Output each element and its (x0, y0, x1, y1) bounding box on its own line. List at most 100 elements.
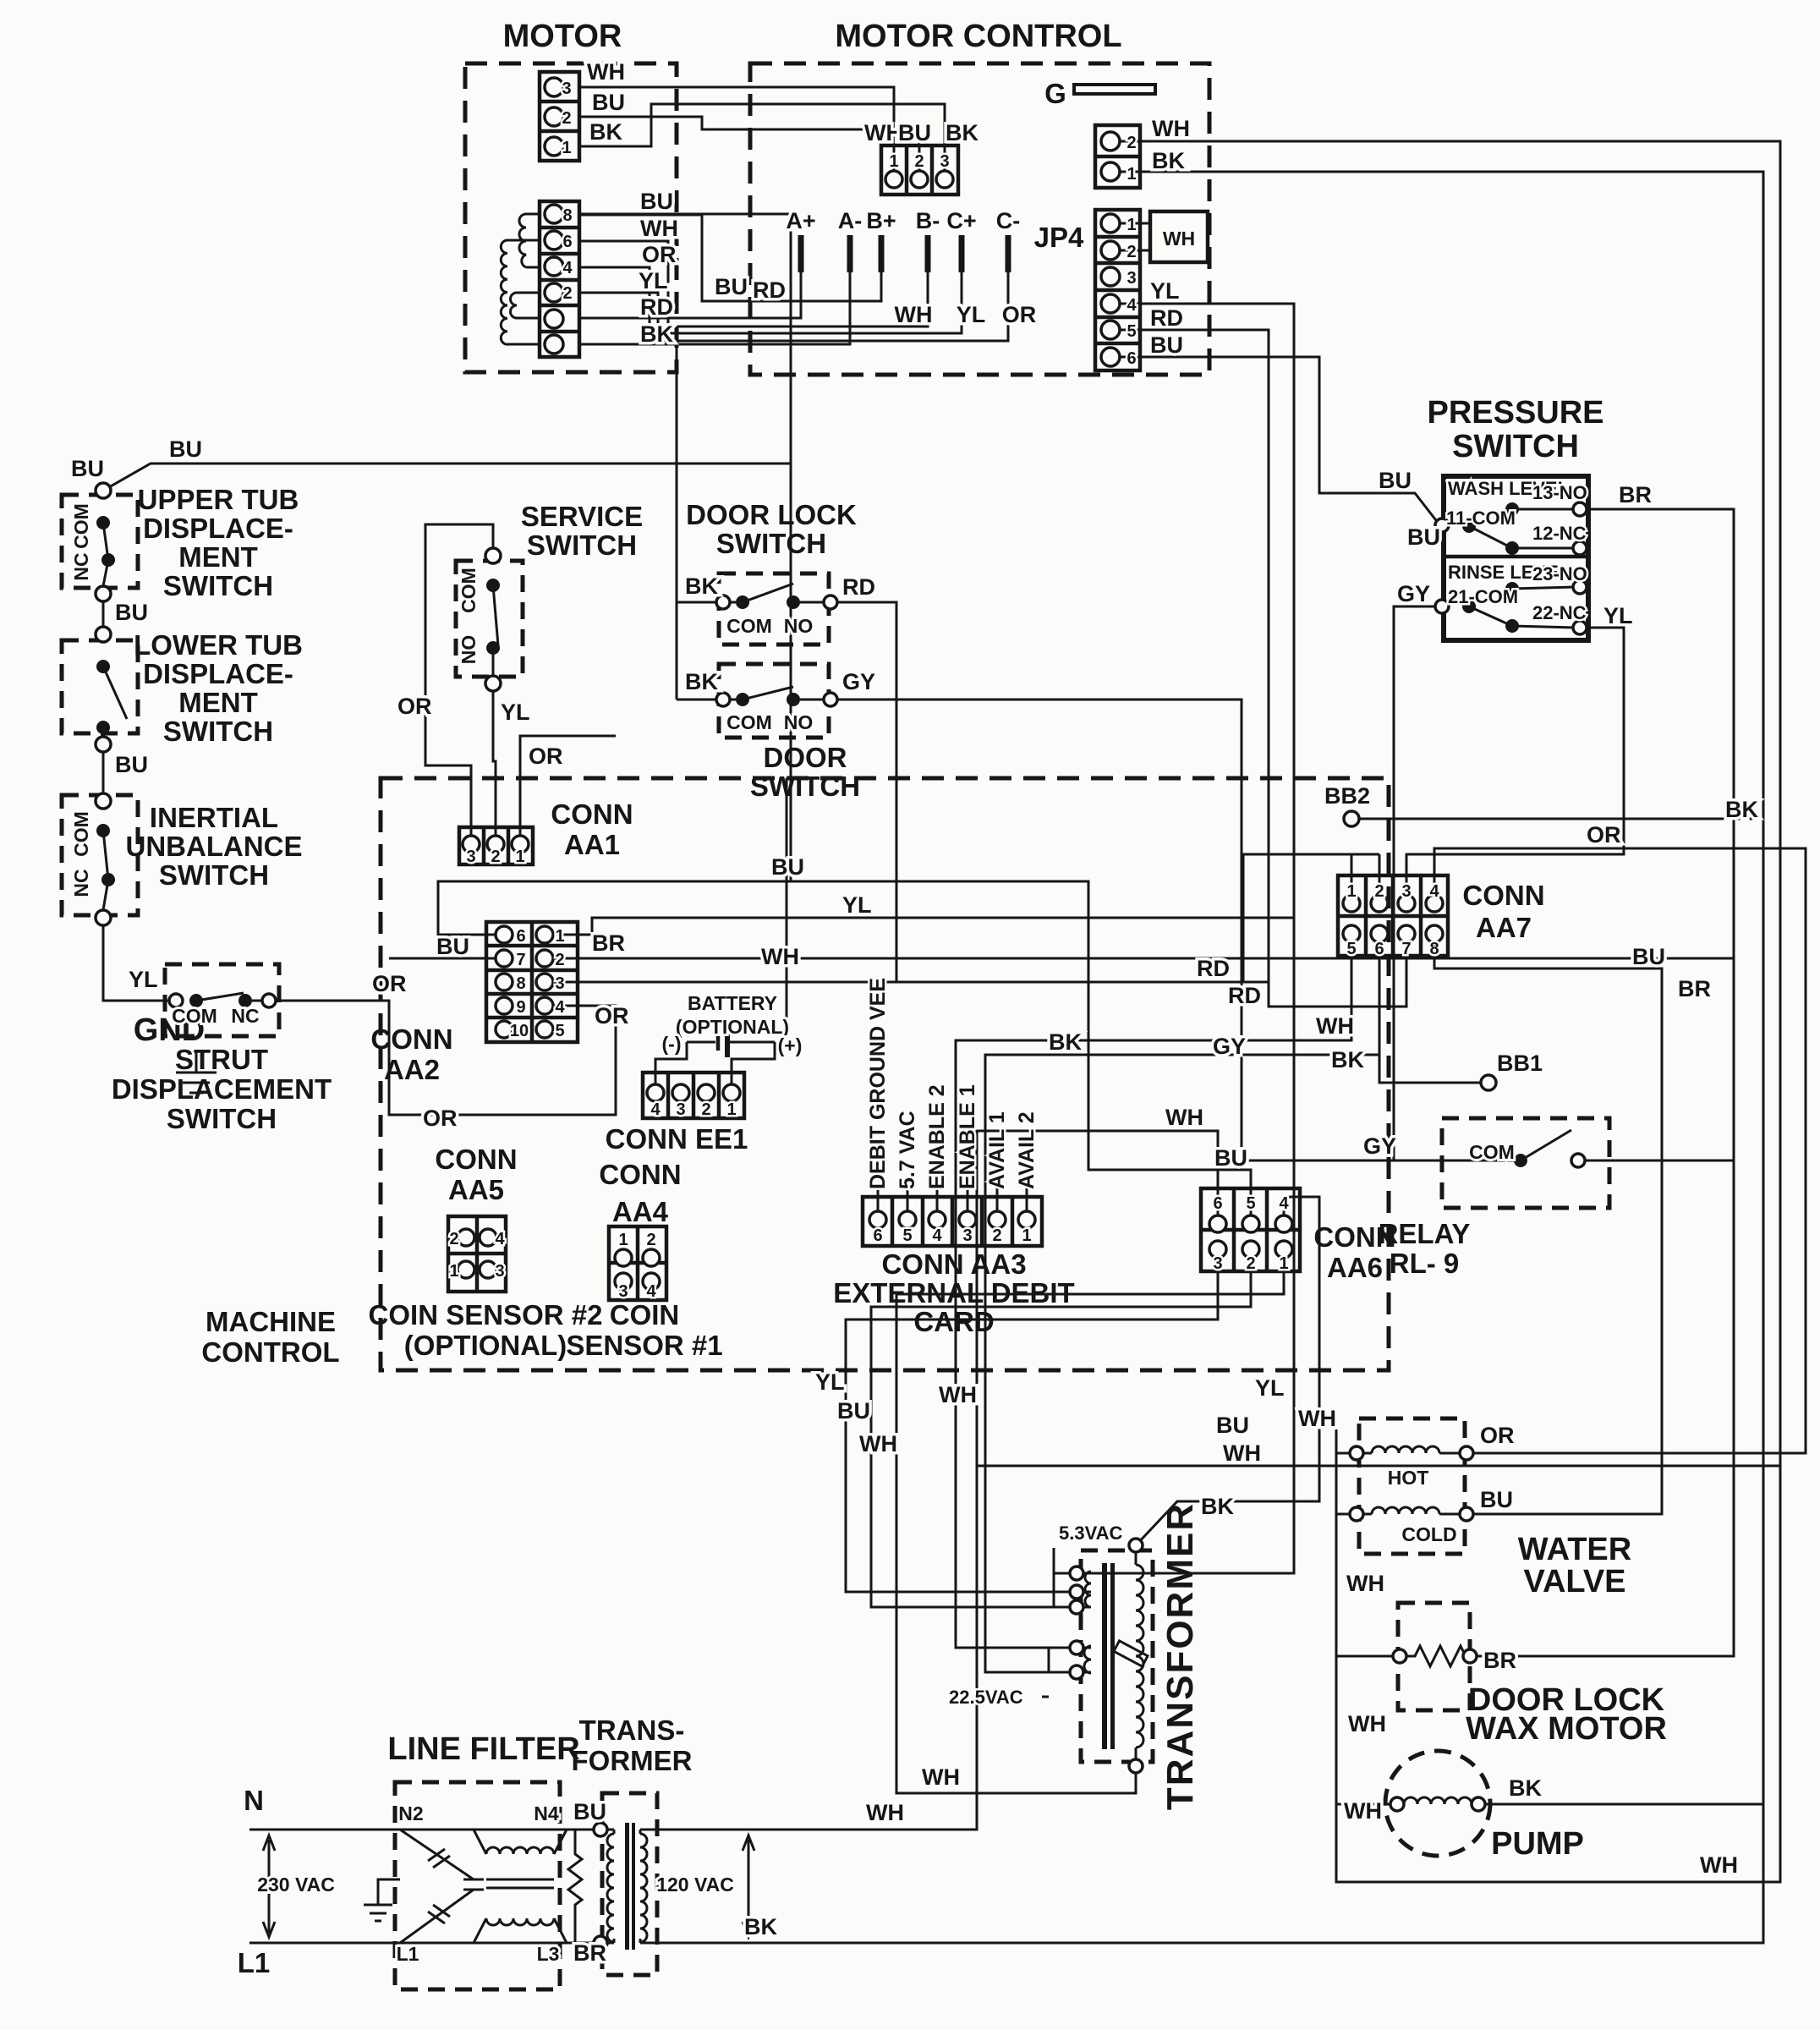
wire-label: BR (1678, 976, 1711, 1001)
pin-number: 8 (1429, 940, 1439, 958)
wire-label: B+ (866, 208, 896, 233)
pin-number: 1 (515, 848, 524, 866)
pin-number: 8 (516, 974, 525, 993)
door-lock-com: COM (726, 615, 772, 637)
wire-label: YL (815, 1369, 845, 1395)
wire-label: YL (1603, 603, 1633, 628)
transformer-big-outline (1078, 1548, 1155, 1764)
wire-label: GY (1213, 1034, 1246, 1059)
n4-label: N4 (534, 1802, 559, 1824)
wire-label: WH (1316, 1013, 1354, 1039)
wire-label: BU (169, 436, 202, 462)
pin-number: 1 (726, 1100, 736, 1119)
wire-label: BK (1201, 1494, 1234, 1519)
aa3-pin2-name: AVAIL 1 (985, 1111, 1009, 1189)
inertial-nc: NC (70, 869, 92, 897)
door-switch-title: DOOR (764, 742, 847, 773)
wire-label: BK (589, 119, 622, 145)
wire-label: WH (1165, 1105, 1203, 1130)
pin-number: 6 (1127, 349, 1136, 368)
strut-com: COM (172, 1005, 217, 1027)
pin-number: 3 (562, 80, 571, 98)
cold-coil-label: COLD (1401, 1523, 1456, 1545)
pin-number: 7 (1401, 940, 1411, 958)
wire-label: A- (838, 208, 863, 233)
wire-label: WH (866, 1800, 904, 1825)
wire-label: A+ (786, 208, 815, 233)
wire-label: BU (771, 854, 804, 880)
lower-tub-title: SWITCH (163, 716, 273, 747)
pin-number: 4 (555, 998, 565, 1017)
contact-12nc: 12-NC (1532, 523, 1587, 544)
door-lock-title: SWITCH (716, 528, 826, 559)
conn-aa3-title: CARD (913, 1306, 994, 1337)
wire-label: WH (859, 1431, 897, 1457)
wire-label: BB2 (1324, 783, 1370, 809)
line-filter-title: LINE FILTER (387, 1731, 579, 1767)
v120-label: 120 VAC (656, 1874, 734, 1896)
coin-sensor-1-label: SENSOR #1 (566, 1330, 722, 1361)
pin-number: 1 (1022, 1226, 1031, 1245)
wire-label: OR (642, 242, 677, 267)
wash-level-label: WASH LEVEL (1448, 478, 1569, 499)
battery-label: BATTERY (688, 992, 777, 1014)
wire-label: WH (922, 1764, 960, 1790)
pin-number: 4 (495, 1230, 505, 1248)
upper-tub-title: UPPER TUB (138, 484, 299, 515)
pin-number: 5 (1246, 1194, 1255, 1213)
wax-motor-title: DOOR LOCK (1468, 1682, 1665, 1718)
battery-plus: (+) (778, 1034, 803, 1056)
wire-label: BB1 (1497, 1051, 1543, 1076)
wire-label: YL (842, 892, 872, 918)
pressure-title-1: PRESSURE (1427, 395, 1603, 431)
rinse-level-label: RINSE LEVEL (1448, 562, 1570, 583)
coin-sensor-2-label: (OPTIONAL) (404, 1330, 567, 1361)
machine-control-title: CONTROL (201, 1336, 339, 1368)
wire-label: OR (423, 1106, 458, 1131)
pin-number: 2 (1127, 243, 1136, 261)
pin-number: 2 (562, 109, 571, 128)
wire-label: YL (639, 268, 668, 294)
conn-aa5-title: CONN (435, 1144, 517, 1175)
contact-23no: 23-NO (1532, 563, 1587, 584)
coin-sensor-2-label: COIN SENSOR #2 (369, 1299, 603, 1330)
pin-number: 2 (914, 152, 924, 171)
wire-label: YL (129, 967, 158, 992)
wire-label: B- (916, 208, 940, 233)
door-no: NO (784, 711, 814, 733)
wire-label: BU (898, 120, 931, 145)
l3-label: L3 (537, 1943, 560, 1965)
motor-block-outline (463, 61, 679, 375)
battery-minus: (-) (662, 1033, 682, 1055)
pin-number: 3 (555, 974, 564, 993)
wire-label: RD (1197, 956, 1230, 981)
conn-aa2-title: AA2 (384, 1054, 440, 1085)
wire-label: RD (1150, 305, 1183, 331)
service-title: SERVICE (521, 501, 643, 532)
conn-ee1-title: CONN EE1 (606, 1123, 748, 1155)
conn-aa3-title: CONN AA3 (881, 1248, 1026, 1280)
wire-label: BU (1407, 524, 1440, 550)
connector-bodies (446, 69, 1450, 1950)
wire-label: WH (587, 59, 625, 85)
v225-label: 22.5VAC (949, 1687, 1023, 1708)
aa3-pin6-name: DEBIT GROUND VEE (866, 978, 890, 1189)
wire-label: OR (1587, 822, 1621, 848)
wire-label: BK (1049, 1029, 1082, 1055)
pump-title: PUMP (1491, 1826, 1584, 1862)
wire-label: WH (1348, 1711, 1386, 1736)
transformer-big-title: TRANSFORMER (1159, 1502, 1201, 1810)
contact-21com: 21-COM (1448, 586, 1518, 607)
service-title: SWITCH (527, 529, 637, 561)
pin-number: 3 (1213, 1254, 1222, 1273)
g-terminal-label: G (1044, 78, 1066, 109)
pin-number: 2 (992, 1226, 1001, 1245)
aa3-pin4-name: ENABLE 2 (925, 1084, 949, 1189)
wire-label: GY (1363, 1133, 1396, 1159)
wire-label: BK (946, 120, 979, 145)
switch-internals (94, 481, 1587, 1951)
wire-label: BR (592, 930, 625, 956)
